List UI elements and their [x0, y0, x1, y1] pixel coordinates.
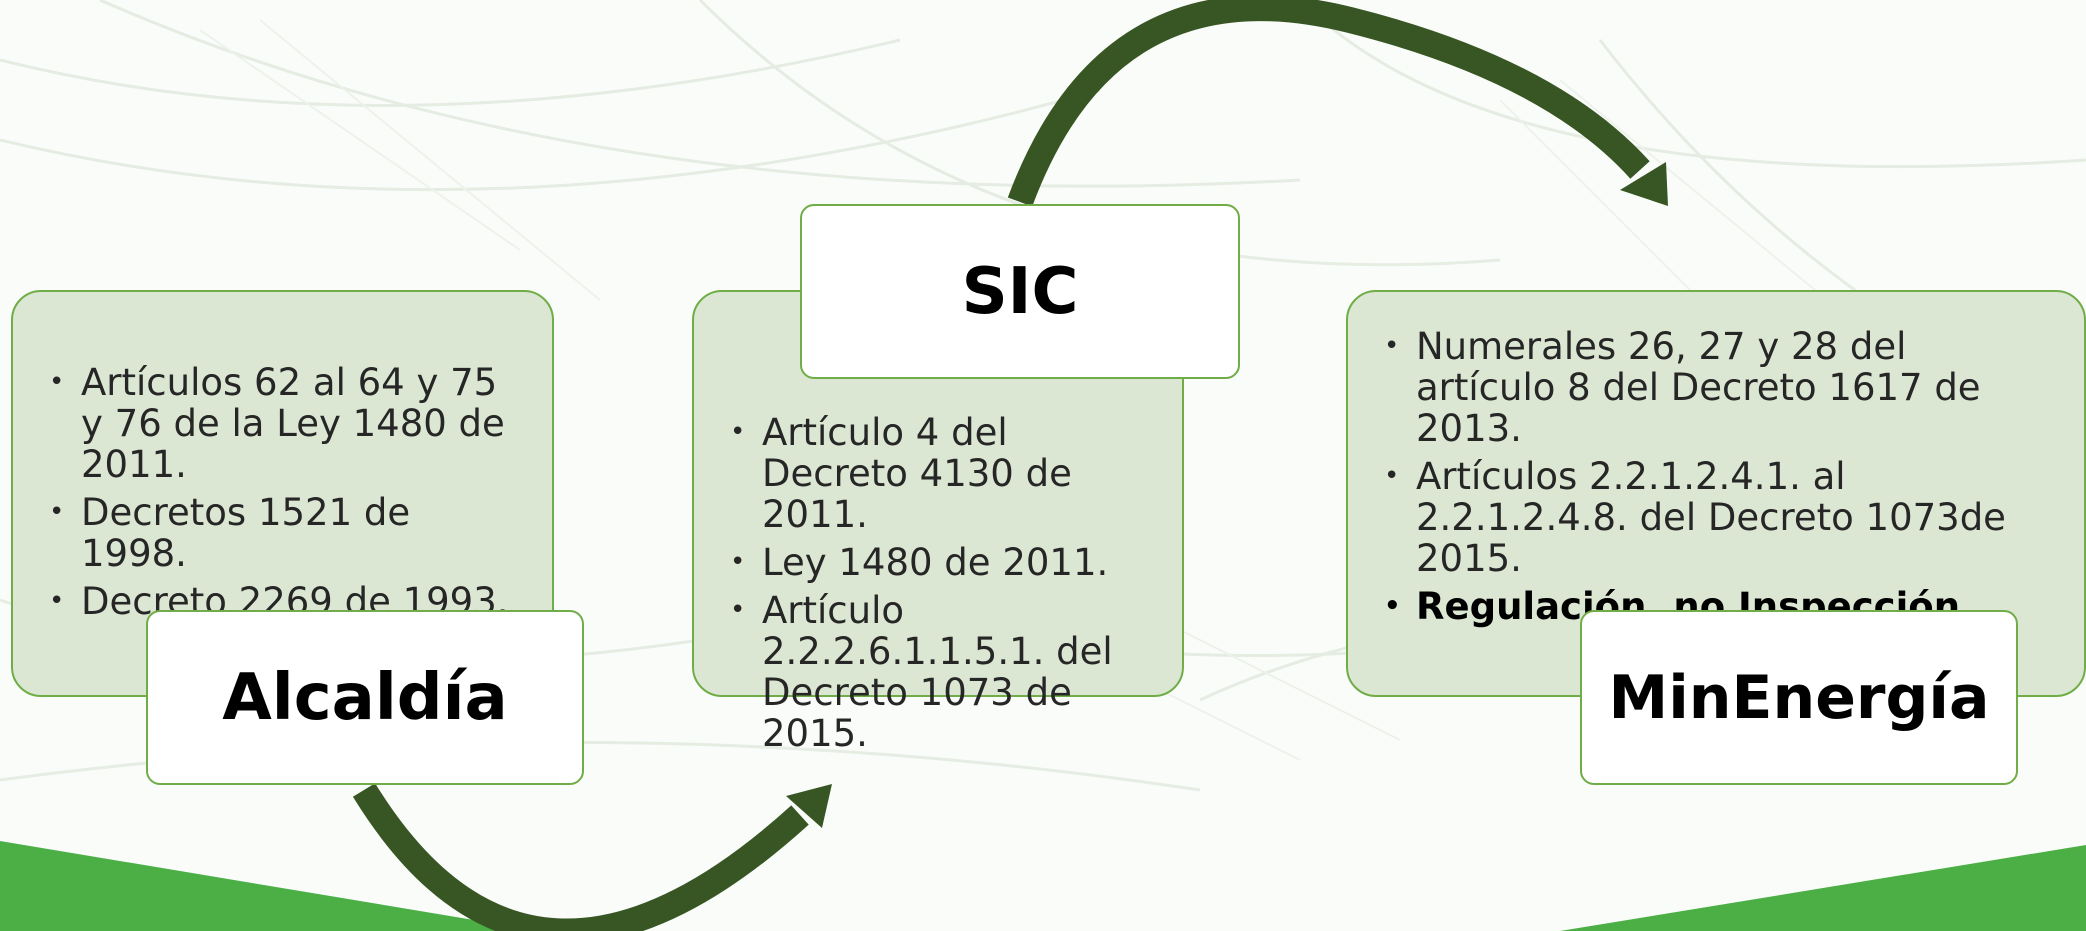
label-sic: SIC [800, 204, 1240, 379]
list-item: Numerales 26, 27 y 28 del artículo 8 del… [1382, 326, 2044, 449]
list-alcaldia: Artículos 62 al 64 y 75 y 76 de la Ley 1… [47, 362, 522, 622]
list-minenergia: Numerales 26, 27 y 28 del artículo 8 del… [1382, 326, 2044, 627]
list-sic: Artículo 4 del Decreto 4130 de 2011. Ley… [728, 412, 1158, 754]
list-item: Artículo 4 del Decreto 4130 de 2011. [728, 412, 1158, 535]
list-item: Decretos 1521 de 1998. [47, 492, 522, 574]
label-alcaldia: Alcaldía [146, 610, 584, 785]
list-item: Ley 1480 de 2011. [728, 542, 1158, 583]
list-item: Artículo 2.2.2.6.1.1.5.1. del Decreto 10… [728, 590, 1158, 754]
list-item: Artículos 62 al 64 y 75 y 76 de la Ley 1… [47, 362, 522, 485]
list-item: Artículos 2.2.1.2.4.1. al 2.2.1.2.4.8. d… [1382, 456, 2044, 579]
label-minenergia: MinEnergía [1580, 610, 2018, 785]
